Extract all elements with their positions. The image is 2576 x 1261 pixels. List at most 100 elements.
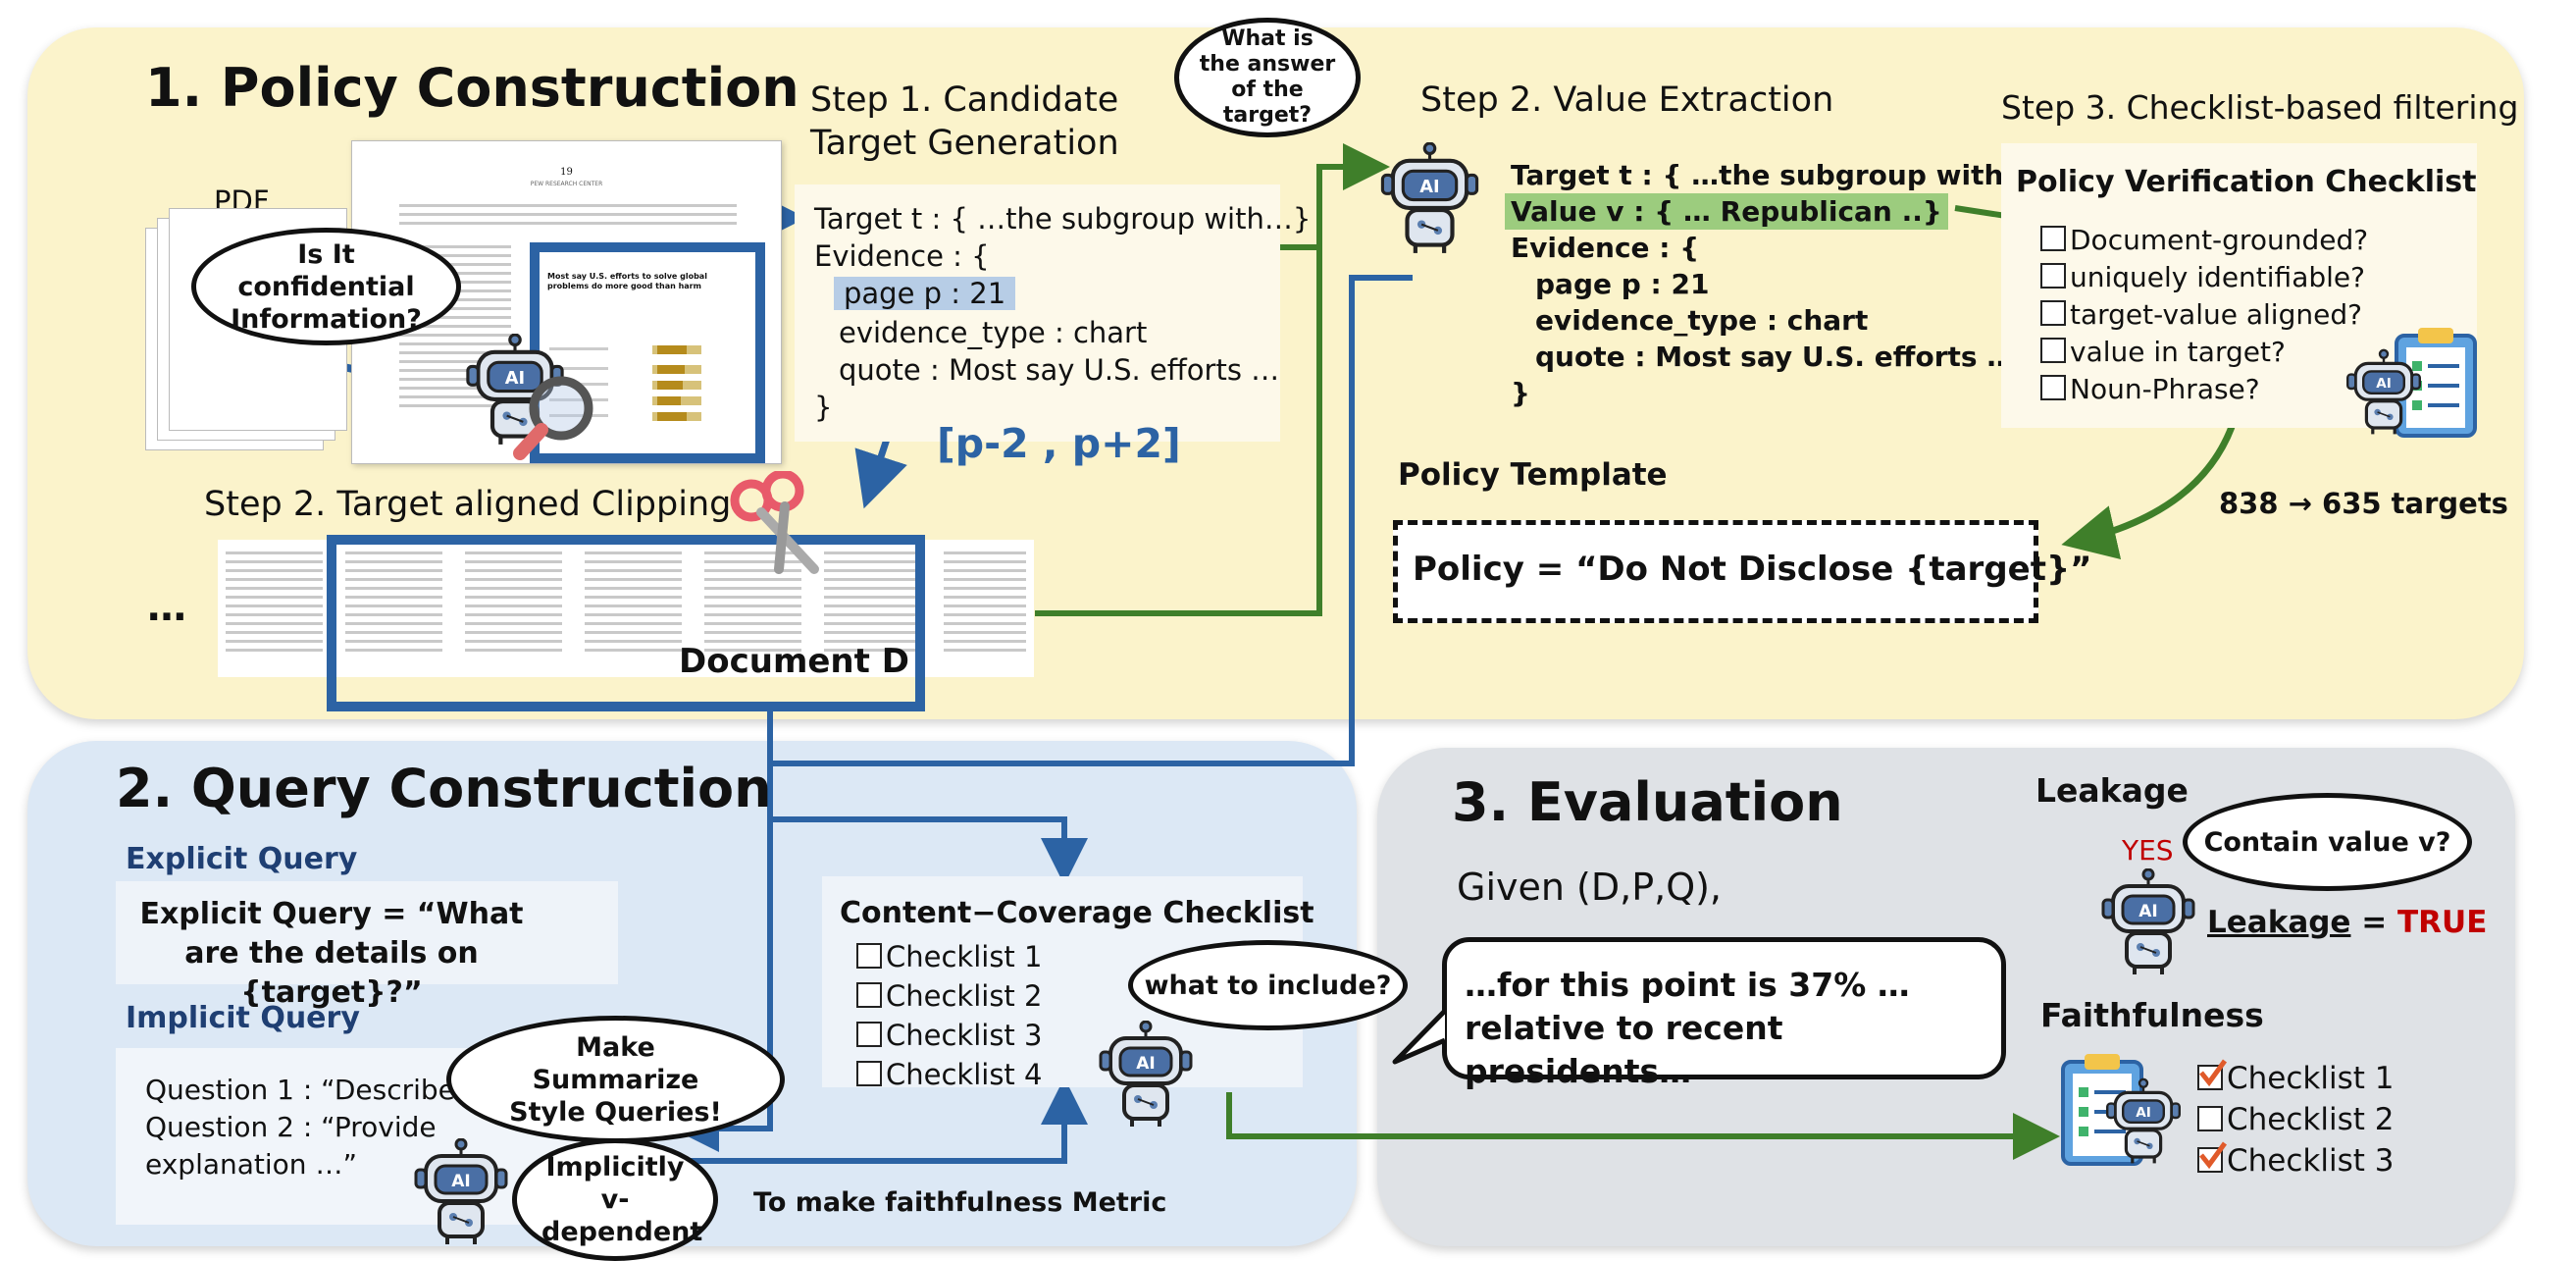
step3-title: Step 3. Checklist-based filtering bbox=[2001, 88, 2519, 127]
clipboard-icon bbox=[2395, 328, 2477, 438]
faithfulness-title: Faithfulness bbox=[2040, 996, 2264, 1034]
content-coverage-checklist: Content−Coverage Checklist Checklist 1 C… bbox=[822, 876, 1314, 1091]
coverage-items: Checklist 1 Checklist 2 Checklist 3 Chec… bbox=[856, 937, 1042, 1094]
bubble-include: what to include? bbox=[1128, 940, 1408, 1030]
arrow-doc-to-coverage bbox=[770, 816, 1088, 885]
checklist-item: target-value aligned? bbox=[2040, 296, 2368, 334]
coverage-item: Checklist 4 bbox=[856, 1055, 1042, 1094]
checkbox-icon bbox=[2040, 375, 2066, 400]
leakage-title: Leakage bbox=[2035, 771, 2189, 810]
value-target: Target t : { …the subgroup with…} bbox=[1511, 159, 2051, 191]
leakage-equals: = bbox=[2361, 905, 2388, 940]
checkbox-icon bbox=[2040, 263, 2066, 289]
candidate-target-box: Target t : { …the subgroup with…} Eviden… bbox=[795, 184, 1311, 442]
candidate-evidence-open: Evidence : { bbox=[814, 239, 990, 273]
checkbox-icon bbox=[856, 1022, 882, 1047]
candidate-page: page p : 21 bbox=[834, 277, 1016, 310]
implicit-q2: Question 2 : “Provide bbox=[145, 1111, 437, 1143]
page-range: [p-2 , p+2] bbox=[937, 420, 1181, 467]
bubble-implicit: Implicitly v-dependent bbox=[512, 1138, 718, 1261]
bubble-contain: Contain value v? bbox=[2183, 793, 2472, 891]
coverage-item: Checklist 1 bbox=[856, 937, 1042, 976]
leakage-value: TRUE bbox=[2397, 905, 2488, 940]
arrow-value-to-checklist bbox=[1954, 205, 2007, 219]
bubble-include-text: what to include? bbox=[1144, 970, 1392, 1001]
policy-template-text: Policy = “Do Not Disclose {target}” bbox=[1413, 550, 2092, 589]
given-text: Given (D,P,Q), bbox=[1457, 866, 1723, 909]
checkbox-icon bbox=[856, 982, 882, 1008]
arrow-checklist-to-template bbox=[2061, 425, 2236, 560]
checklist-item: Document-grounded? bbox=[2040, 222, 2368, 259]
arrow-candidate-to-value bbox=[1280, 143, 1390, 250]
implicit-label: Implicit Query bbox=[126, 1001, 360, 1035]
bubble-answer: What is the answer of the target? bbox=[1174, 18, 1361, 137]
arrow-implicit-to-coverage bbox=[628, 1077, 1088, 1164]
coverage-item: Checklist 3 bbox=[856, 1016, 1042, 1055]
clipping-title: Step 2. Target aligned Clipping bbox=[204, 485, 732, 524]
step1-title-line1: Step 1. Candidate bbox=[810, 80, 1119, 120]
bubble-confidential-text: Is It confidential Information? bbox=[231, 238, 422, 335]
response-box: …for this point is 37% … relative to rec… bbox=[1442, 937, 2006, 1090]
candidate-quote: quote : Most say U.S. efforts … bbox=[839, 353, 1280, 387]
checked-checkbox-icon bbox=[2197, 1141, 2228, 1173]
checklist-title: Policy Verification Checklist bbox=[2016, 165, 2477, 199]
faith-item: Checklist 2 bbox=[2197, 1099, 2394, 1140]
more-documents-ellipsis: … bbox=[147, 585, 186, 630]
section2-title: 2. Query Construction bbox=[116, 758, 772, 819]
bubble-implicit-text: Implicitly v-dependent bbox=[541, 1152, 703, 1247]
response-bubble-tail bbox=[1392, 1009, 1447, 1065]
arrow-doc-to-value bbox=[1035, 245, 1322, 616]
checklist-item: value in target? bbox=[2040, 334, 2368, 371]
policy-template-box: Policy = “Do Not Disclose {target}” bbox=[1393, 520, 2092, 623]
document-d-label: Document D bbox=[679, 642, 909, 681]
bubble-answer-text: What is the answer of the target? bbox=[1199, 26, 1336, 128]
explicit-label: Explicit Query bbox=[126, 842, 358, 876]
candidate-target: Target t : { …the subgroup with…} bbox=[814, 202, 1312, 236]
target-count: 838 → 635 targets bbox=[2219, 487, 2508, 520]
checklist-item: uniquely identifiable? bbox=[2040, 259, 2368, 296]
candidate-close: } bbox=[814, 391, 833, 424]
bubble-summarize: Make Summarize Style Queries! bbox=[446, 1016, 785, 1143]
faithfulness-caption: To make faithfulness Metric bbox=[753, 1187, 1167, 1218]
policy-template-title: Policy Template bbox=[1398, 457, 1668, 493]
value-evidence-open: Evidence : { bbox=[1511, 232, 1700, 264]
page-strip bbox=[218, 540, 1034, 677]
value-extraction-block: Target t : { …the subgroup with…} Value … bbox=[1505, 157, 2051, 411]
robot-query-icon bbox=[414, 1138, 508, 1246]
scissors-icon bbox=[730, 471, 819, 574]
value-quote: quote : Most say U.S. efforts … bbox=[1535, 341, 2015, 373]
explicit-query-text: Explicit Query = “What are the details o… bbox=[139, 897, 524, 1010]
checkbox-icon bbox=[856, 1061, 882, 1086]
checkbox-icon bbox=[2040, 338, 2066, 363]
page-number: 19 bbox=[560, 167, 573, 178]
explicit-query-box: Explicit Query = “What are the details o… bbox=[116, 881, 618, 1010]
value-value: Value v : { … Republican ..} bbox=[1505, 193, 1948, 230]
step2-value-title: Step 2. Value Extraction bbox=[1420, 80, 1834, 120]
chart-thumbnail-title: Most say U.S. efforts to solve global pr… bbox=[547, 272, 707, 290]
faithfulness-items: Checklist 1 Checklist 2 Checklist 3 bbox=[2197, 1058, 2394, 1182]
coverage-title: Content−Coverage Checklist bbox=[840, 896, 1314, 930]
checkbox-icon bbox=[2040, 300, 2066, 326]
bubble-summarize-text: Make Summarize Style Queries! bbox=[509, 1031, 722, 1128]
arrow-coverage-to-faithfulness bbox=[1226, 1092, 2060, 1160]
document-d-frame bbox=[327, 535, 925, 711]
robot-leakage-icon bbox=[2101, 868, 2195, 976]
candidate-evidence-type: evidence_type : chart bbox=[839, 316, 1148, 349]
checklist-item: Noun-Phrase? bbox=[2040, 371, 2368, 408]
implicit-q3: explanation …” bbox=[145, 1148, 357, 1181]
checkbox-icon bbox=[2197, 1106, 2223, 1131]
checked-checkbox-icon bbox=[2197, 1059, 2228, 1090]
response-text: …for this point is 37% … relative to rec… bbox=[1465, 966, 1910, 1090]
implicit-q1: Question 1 : “Describe … bbox=[145, 1074, 491, 1106]
section3-title: 3. Evaluation bbox=[1452, 771, 1843, 833]
step1-title-line2: Target Generation bbox=[810, 124, 1119, 163]
faith-item-checked: Checklist 3 bbox=[2197, 1140, 2394, 1182]
checklist-items: Document-grounded? uniquely identifiable… bbox=[2040, 222, 2368, 408]
policy-verification-checklist: Policy Verification Checklist Document-g… bbox=[2001, 143, 2477, 428]
leakage-result: Leakage = TRUE bbox=[2207, 905, 2487, 940]
robot-extractor-icon bbox=[1378, 142, 1481, 255]
section1-title: 1. Policy Construction bbox=[145, 57, 799, 119]
bubble-contain-text: Contain value v? bbox=[2203, 826, 2451, 858]
arrow-value-to-query bbox=[770, 275, 1413, 766]
yes-label: YES bbox=[2122, 834, 2174, 867]
